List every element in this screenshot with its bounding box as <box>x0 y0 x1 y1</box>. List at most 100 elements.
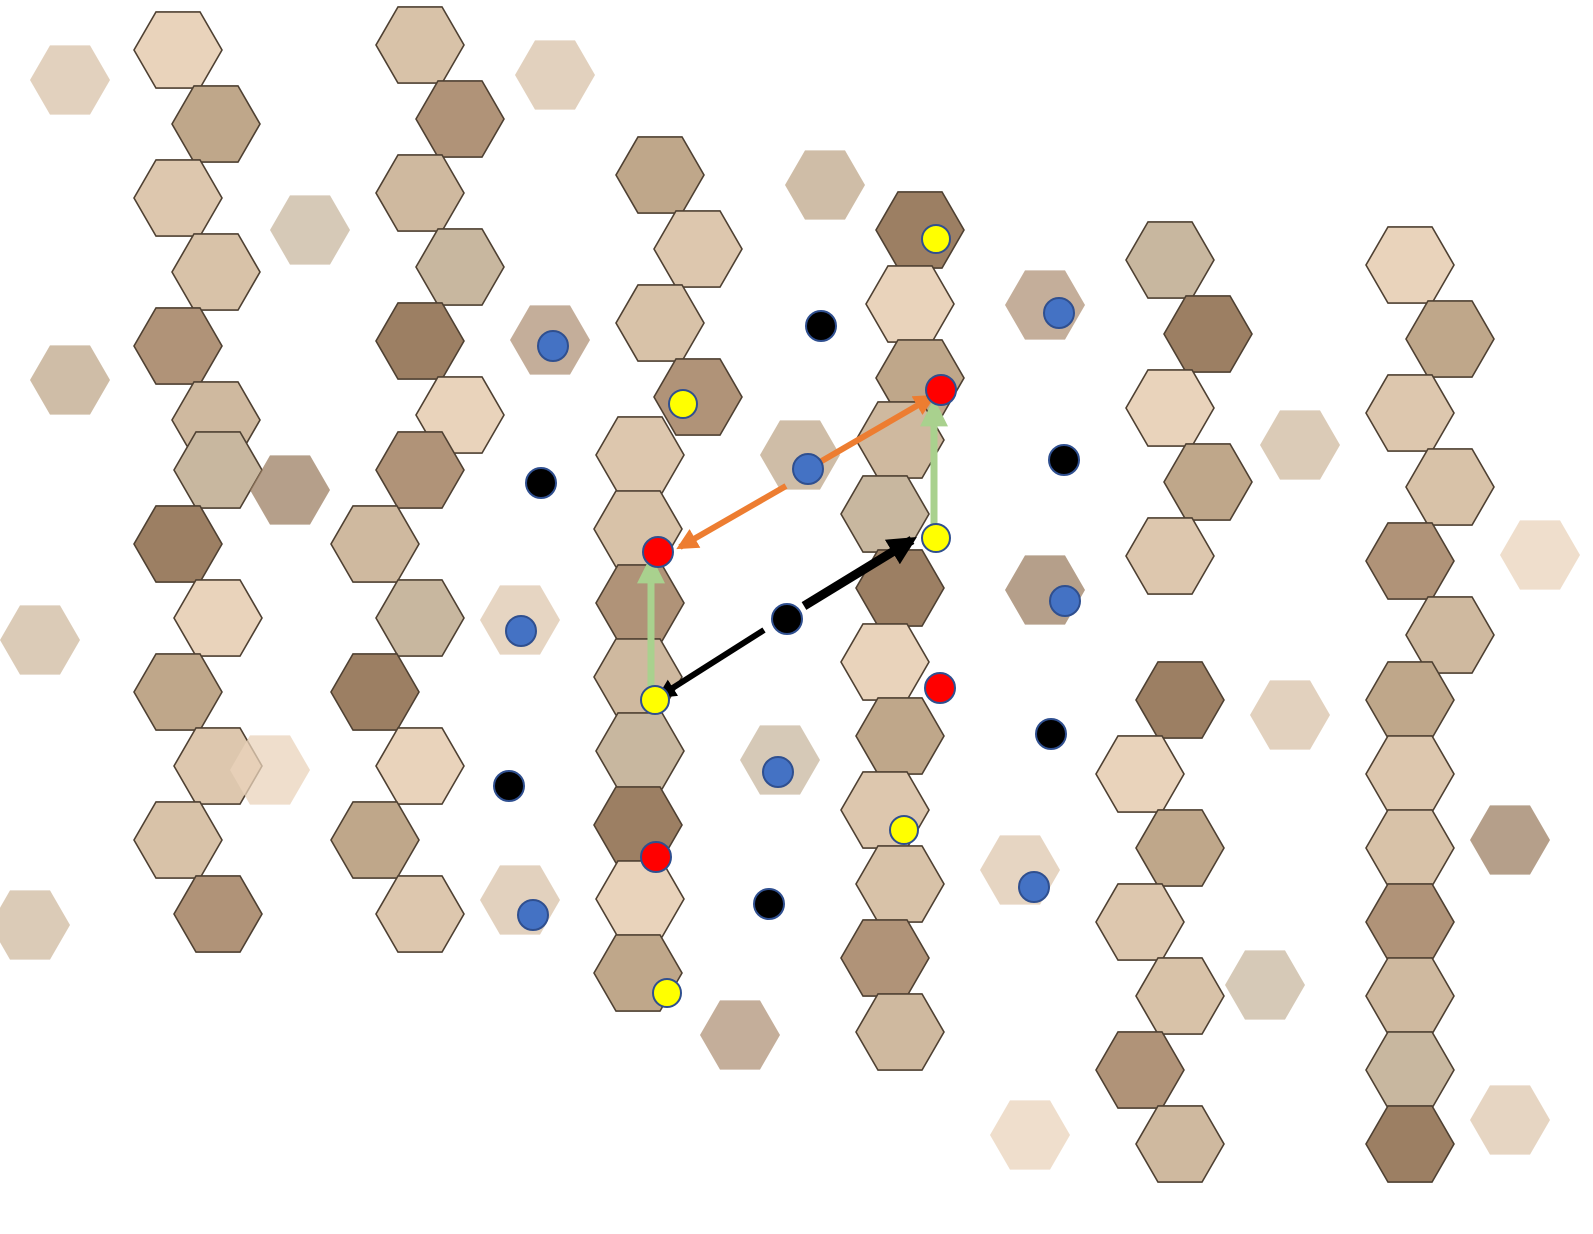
black-vector-arrow <box>656 627 766 699</box>
black-site-dot <box>1048 444 1080 476</box>
blue-site-dot <box>1049 585 1081 617</box>
hexagon-tile <box>330 653 420 731</box>
hexagon-tile <box>1125 221 1215 299</box>
red-site-dot <box>642 536 674 568</box>
hexagon-tile <box>1095 735 1185 813</box>
yellow-site-dot <box>640 685 670 715</box>
hexagon-tile <box>171 233 261 311</box>
hexagon-tile <box>230 735 310 805</box>
hexagon-tile <box>1250 680 1330 750</box>
hexagon-tile <box>653 358 743 436</box>
orange-vector-arrow <box>676 483 788 550</box>
hexagon-tile <box>1135 1105 1225 1183</box>
hexagon-tile <box>1365 957 1455 1035</box>
hexagon-tile <box>375 875 465 953</box>
hexagon-tile <box>1163 443 1253 521</box>
hexagon-tile <box>840 475 930 553</box>
hexagon-tile <box>375 431 465 509</box>
lattice-vectors <box>637 394 948 699</box>
hexagon-tile <box>1163 295 1253 373</box>
hexagon-tile <box>515 40 595 110</box>
hexagon-tile <box>173 431 263 509</box>
hexagon-tile <box>1225 950 1305 1020</box>
hexagon-tile <box>855 549 945 627</box>
hexagon-tile <box>595 416 685 494</box>
hexagon-tile <box>133 653 223 731</box>
black-site-dot <box>525 467 557 499</box>
hexagon-tile <box>133 159 223 237</box>
yellow-site-dot <box>668 389 698 419</box>
hexagon-tile <box>1470 1085 1550 1155</box>
hexagon-tile <box>171 85 261 163</box>
hexagon-tile <box>1365 883 1455 961</box>
hexagon-tile <box>415 228 505 306</box>
hexagon-tile <box>1365 1105 1455 1183</box>
blue-site-dot <box>517 899 549 931</box>
hexagon-tile <box>1500 520 1580 590</box>
hexagon-tile <box>0 890 70 960</box>
hexagon-tile <box>133 801 223 879</box>
black-site-dot <box>753 888 785 920</box>
hexagon-tile <box>1260 410 1340 480</box>
blue-site-dot <box>1043 297 1075 329</box>
hexagon-tile <box>375 154 465 232</box>
hexagon-tile <box>330 505 420 583</box>
black-site-dot <box>805 310 837 342</box>
black-site-dot <box>771 603 803 635</box>
hexagon-tile <box>595 712 685 790</box>
hexagon-tile <box>30 45 110 115</box>
black-site-dot <box>493 770 525 802</box>
red-site-dot <box>924 672 956 704</box>
hexagon-tile <box>595 564 685 642</box>
hexagon-tile <box>1095 1031 1185 1109</box>
hexagon-tile <box>1365 735 1455 813</box>
blue-site-dot <box>505 615 537 647</box>
blue-site-dot <box>1018 871 1050 903</box>
blue-site-dot <box>762 756 794 788</box>
hexagon-tile <box>1125 369 1215 447</box>
hexagon-tile <box>865 265 955 343</box>
hexagon-tile <box>1135 957 1225 1035</box>
hexagon-tile <box>250 455 330 525</box>
hexagon-tile <box>875 191 965 269</box>
hexagon-tile <box>1095 883 1185 961</box>
hexagon-tile <box>375 6 465 84</box>
hexagon-tile <box>0 605 80 675</box>
hexagon-tile <box>1365 522 1455 600</box>
hexagon-tile <box>840 919 930 997</box>
black-site-dot <box>1035 718 1067 750</box>
hexagon-tile <box>1365 226 1455 304</box>
hexagon-tile <box>30 345 110 415</box>
hexagon-tile <box>1405 596 1495 674</box>
black-vector-arrow <box>801 536 917 610</box>
blue-site-dot <box>537 330 569 362</box>
hexagon-tile <box>1365 1031 1455 1109</box>
hexagon-tile <box>840 623 930 701</box>
hexagon-tiles <box>0 6 1580 1183</box>
hexagon-tile <box>133 11 223 89</box>
yellow-site-dot <box>889 815 919 845</box>
hexagon-tile <box>173 875 263 953</box>
hexagon-tile <box>615 136 705 214</box>
hexagon-tile <box>1125 517 1215 595</box>
hexagon-tile <box>375 302 465 380</box>
yellow-site-dot <box>921 523 951 553</box>
hexagon-tile <box>700 1000 780 1070</box>
hexagon-tile <box>173 579 263 657</box>
hexagon-tile <box>855 845 945 923</box>
hexagon-tile <box>1005 270 1085 340</box>
hexagon-tile <box>653 210 743 288</box>
lattice-site-markers <box>493 224 1081 1008</box>
hexagon-tile <box>415 80 505 158</box>
blue-site-dot <box>792 453 824 485</box>
hexagon-tile <box>270 195 350 265</box>
hexagon-tile <box>375 727 465 805</box>
hexagon-tile <box>595 860 685 938</box>
hexagon-tile <box>1135 661 1225 739</box>
hexagon-tile <box>1405 300 1495 378</box>
hexagon-tile <box>330 801 420 879</box>
hexagon-tile <box>785 150 865 220</box>
hexagon-tile <box>133 505 223 583</box>
hexagon-tile <box>133 307 223 385</box>
